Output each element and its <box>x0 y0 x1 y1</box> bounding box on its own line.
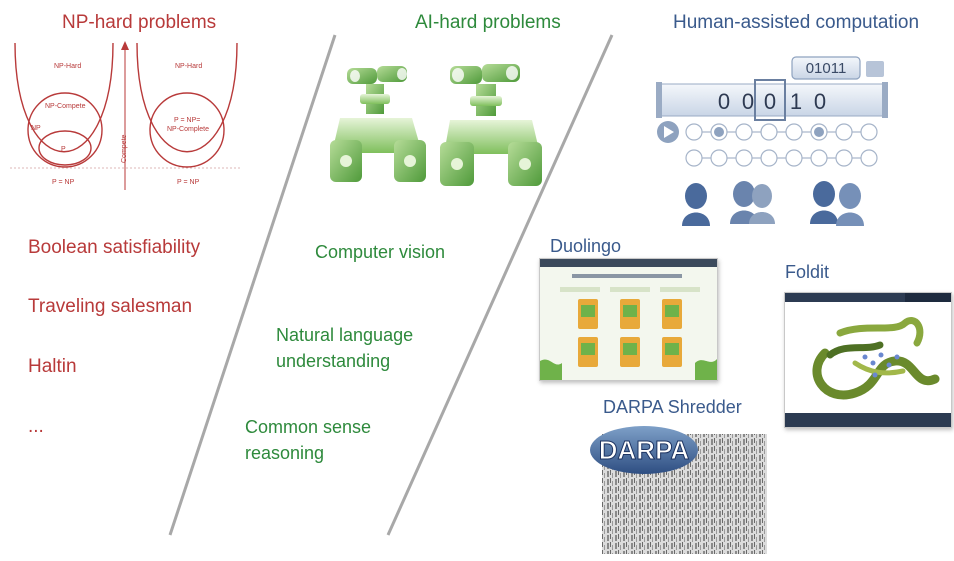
foldit-graphic <box>785 293 951 427</box>
p-label: P <box>61 146 66 153</box>
tape-cell-5: 0 <box>814 89 826 114</box>
np-item-ellipsis: ... <box>28 416 44 437</box>
duolingo-screenshot <box>539 258 718 381</box>
darpa-logo-globe <box>590 426 698 474</box>
darpa-logo-text: DARPA <box>599 435 690 465</box>
left-bottom-label: P = NP <box>52 179 75 186</box>
tape-cell-1: 0 <box>718 89 730 114</box>
np-complete-label: NP-Compete <box>45 103 86 110</box>
np-item-haltin: Haltin <box>28 356 77 377</box>
tape-cell-2: 0 <box>742 89 754 114</box>
p-np-euler-diagram: Compete NP-Hard NP-Compete NP P P = NP N… <box>10 41 240 190</box>
duolingo-label: Duolingo <box>550 236 622 256</box>
tape-cell-4: 1 <box>790 89 802 114</box>
np-hard-label-left: NP-Hard <box>54 63 81 70</box>
tape <box>659 83 887 117</box>
people-icon <box>682 181 864 226</box>
ai-item-computer-vision: Computer vision <box>315 242 446 262</box>
tape-head <box>754 79 786 121</box>
register-box <box>791 56 861 80</box>
play-triangle-icon <box>664 126 674 138</box>
robot-left-icon <box>330 66 426 182</box>
np-hard-title: NP-hard problems <box>62 12 217 33</box>
darpa-shredder-graphic: DARPA <box>590 426 767 554</box>
state-row-2 <box>685 149 878 167</box>
ai-item-natural-language: Natural language understanding <box>276 325 414 371</box>
darpa-shredder-image: DARPA <box>590 422 767 554</box>
np-hard-curve-left <box>14 42 114 153</box>
state-marker-2 <box>814 127 824 137</box>
darpa-shredder-label: DARPA Shredder <box>603 397 742 417</box>
p-ellipse <box>38 130 92 166</box>
merged-circle <box>149 92 225 168</box>
tape-end-right <box>882 82 888 118</box>
register-value: 01011 <box>806 60 847 77</box>
robot-right-icon <box>440 64 542 186</box>
foldit-label: Foldit <box>785 262 830 282</box>
right-bottom-label: P = NP <box>177 179 200 186</box>
ai-hard-title: AI-hard problems <box>415 12 561 33</box>
axis-label: Compete <box>121 134 128 163</box>
tape-cell-3: 0 <box>764 89 776 114</box>
human-computation-graphic: 01011 0 0 0 1 0 <box>656 56 888 226</box>
human-assisted-title: Human-assisted computation <box>673 12 920 33</box>
ai-item-common-sense: Common sense reasoning <box>245 417 372 463</box>
merged-label-line1: P = NP= <box>174 117 200 124</box>
divider-right <box>386 34 614 536</box>
np-label: NP <box>31 125 41 132</box>
np-item-traveling-salesman: Traveling salesman <box>28 296 193 317</box>
state-row-1 <box>685 123 878 141</box>
foldit-screenshot <box>784 292 952 428</box>
merged-label-line2: NP-Complete <box>167 126 209 133</box>
divider-left <box>168 34 337 536</box>
np-hard-curve-right <box>136 42 238 153</box>
robot-illustrations <box>330 64 542 186</box>
np-item-boolean-satisfiability: Boolean satisfiability <box>28 237 201 258</box>
register-button <box>866 61 884 77</box>
np-circle <box>27 92 103 168</box>
duolingo-graphic <box>540 259 717 380</box>
state-marker-1 <box>714 127 724 137</box>
np-hard-label-right: NP-Hard <box>175 63 202 70</box>
axis-arrowhead <box>121 41 129 50</box>
tape-end-left <box>656 82 662 118</box>
